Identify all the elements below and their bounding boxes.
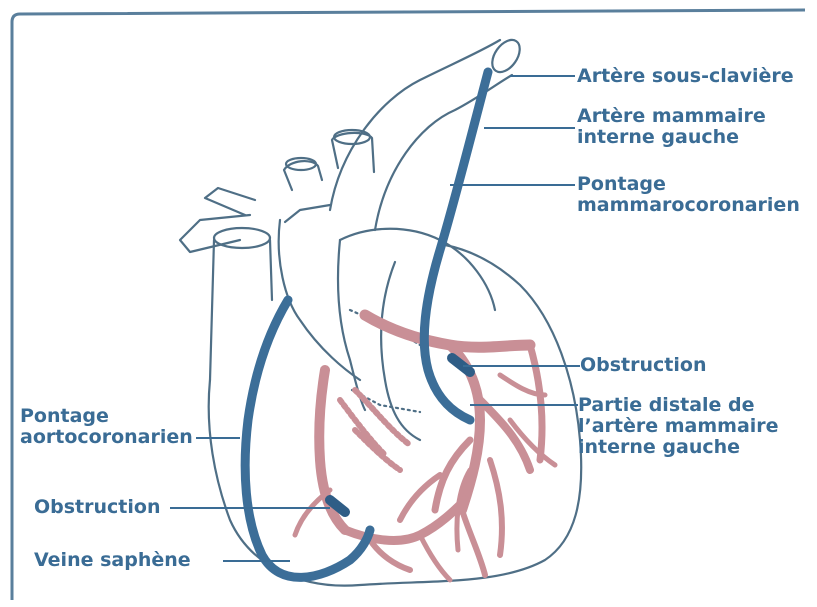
- label-obstruction-left: Obstruction: [34, 497, 160, 518]
- label-lima-line1: Artère mammaire: [577, 106, 766, 127]
- label-distal-line2: l’artère mammaire: [578, 416, 779, 437]
- label-distal-line3: interne gauche: [578, 437, 779, 458]
- label-mammarocoronary-bypass: Pontage mammarocoronarien: [577, 174, 800, 216]
- label-distal-line1: Partie distale de: [578, 395, 779, 416]
- label-mammaro-line1: Pontage: [577, 174, 800, 195]
- label-aorto-line2: aortocoronarien: [20, 427, 193, 448]
- label-aortocoronary-bypass: Pontage aortocoronarien: [20, 406, 193, 448]
- label-distal-mammary-artery: Partie distale de l’artère mammaire inte…: [578, 395, 779, 458]
- label-aorto-line1: Pontage: [20, 406, 193, 427]
- label-left-internal-mammary-artery: Artère mammaire interne gauche: [577, 106, 766, 148]
- heart-outline: [180, 35, 581, 586]
- label-lima-line2: interne gauche: [577, 127, 766, 148]
- label-subclavian-artery: Artère sous-clavière: [577, 66, 794, 87]
- label-obstruction-right: Obstruction: [580, 355, 706, 376]
- label-mammaro-line2: mammarocoronarien: [577, 195, 800, 216]
- mammary-graft: [424, 72, 488, 420]
- label-saphenous-vein: Veine saphène: [34, 550, 191, 571]
